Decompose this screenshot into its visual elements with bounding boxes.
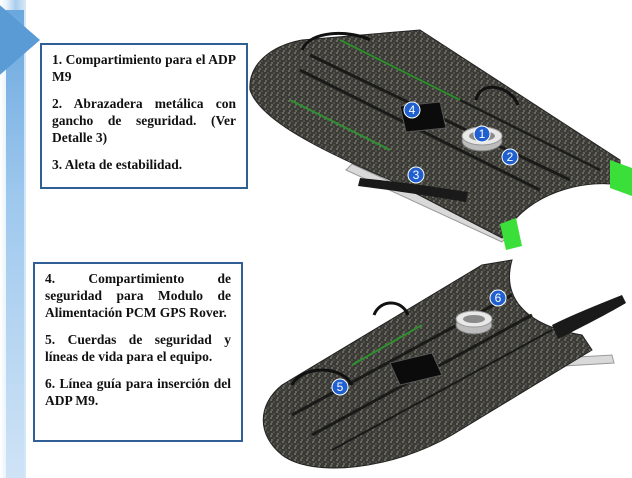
chevron-shape	[0, 0, 40, 80]
callout-item-4: 4. Compartimiento de seguridad para Modu…	[45, 271, 231, 320]
callout-item-5: 5. Cuerdas de seguridad y líneas de vida…	[45, 332, 231, 364]
svg-text:4: 4	[409, 103, 416, 117]
stabilizer-fin	[358, 178, 468, 202]
rope-loop-2	[474, 85, 520, 106]
svg-text:5: 5	[337, 380, 344, 394]
rope-loop	[290, 368, 354, 386]
guide-fin	[552, 295, 626, 339]
svg-text:6: 6	[495, 291, 502, 305]
callout-item-2: 2. Abrazadera metálica con gancho de seg…	[52, 96, 236, 145]
callout-item-1: 1. Compartimiento para el ADP M9	[52, 52, 236, 84]
rope-loop	[300, 31, 371, 51]
marker-6: 6	[489, 289, 507, 307]
svg-text:1: 1	[479, 127, 486, 141]
marker-5: 5	[331, 378, 349, 396]
callout-box-top: 1. Compartimiento para el ADP M9 2. Abra…	[40, 43, 248, 189]
side-strip	[6, 10, 24, 478]
callout-box-bottom: 4. Compartimiento de seguridad para Modu…	[33, 262, 243, 442]
decorative-side-bar	[0, 0, 40, 478]
green-cap-right	[610, 160, 632, 196]
board-body	[249, 29, 621, 239]
svg-text:2: 2	[507, 150, 514, 164]
marker-3: 3	[407, 166, 425, 184]
callout-item-3: 3. Aleta de estabilidad.	[52, 157, 183, 172]
compartment-4	[389, 352, 443, 386]
green-cap-bottom	[500, 218, 522, 250]
marker-4: 4	[403, 101, 421, 119]
callout-item-6: 6. Línea guía para inserción del ADP M9.	[45, 376, 231, 408]
foam-board-top-view: 4 1 2 3	[249, 29, 632, 250]
marker-2: 2	[501, 148, 519, 166]
marker-1: 1	[473, 125, 491, 143]
foam-board-bottom-view: 6 5	[262, 259, 626, 469]
rope-loop-2	[372, 301, 410, 316]
svg-text:3: 3	[413, 168, 420, 182]
